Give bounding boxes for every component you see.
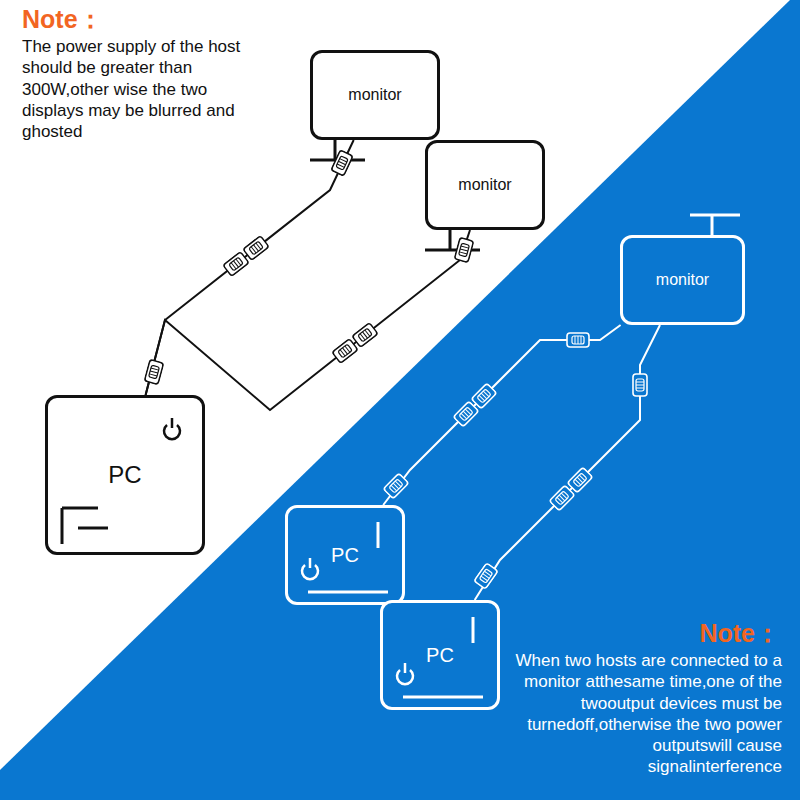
power-symbol: [404, 663, 407, 673]
vga-plug: [243, 236, 269, 261]
note-text: The power supply of the host should be g…: [22, 36, 250, 142]
drive-slot: [403, 696, 483, 699]
vga-plug: [453, 401, 478, 426]
drive-slot: [62, 507, 98, 510]
vga-plug: [471, 383, 496, 408]
monitor-box: monitor: [620, 235, 745, 325]
note-heading: Note：: [22, 4, 222, 35]
power-symbol: [309, 558, 312, 568]
drive-slot: [61, 508, 64, 544]
drive-slot: [472, 617, 475, 643]
pc-label: PC: [423, 644, 457, 667]
drive-slot: [377, 522, 380, 548]
vga-plug: [331, 150, 353, 176]
monitor-box: monitor: [425, 140, 545, 230]
note-heading: Note：: [580, 618, 780, 649]
note-text: When two hosts are connected to a monito…: [514, 650, 782, 778]
monitor-label: monitor: [455, 176, 514, 194]
vga-plug: [474, 563, 498, 589]
vga-plug: [549, 485, 574, 510]
power-symbol: [171, 418, 174, 428]
vga-plug: [454, 238, 473, 263]
cable: [475, 325, 660, 600]
vga-plug: [223, 252, 249, 277]
drive-slot: [78, 527, 108, 530]
pc-label: PC: [105, 461, 144, 489]
vga-plug: [383, 473, 408, 498]
monitor-box: monitor: [310, 50, 440, 140]
pc-box: PC: [45, 395, 205, 555]
cable: [383, 325, 620, 505]
vga-plug: [633, 374, 647, 396]
cable: [146, 230, 470, 410]
monitor-stand: [690, 215, 740, 235]
vga-plug: [332, 339, 358, 364]
pc-label: PC: [328, 544, 362, 567]
vga-plug: [567, 467, 592, 492]
pc-box: PC: [380, 600, 500, 710]
monitor-label: monitor: [345, 86, 404, 104]
drive-slot: [308, 591, 388, 594]
monitor-label: monitor: [653, 271, 712, 289]
pc-box: PC: [285, 505, 405, 605]
vga-plug: [144, 360, 163, 385]
vga-plug: [352, 323, 378, 348]
cable: [146, 140, 354, 395]
vga-plug: [567, 333, 589, 347]
